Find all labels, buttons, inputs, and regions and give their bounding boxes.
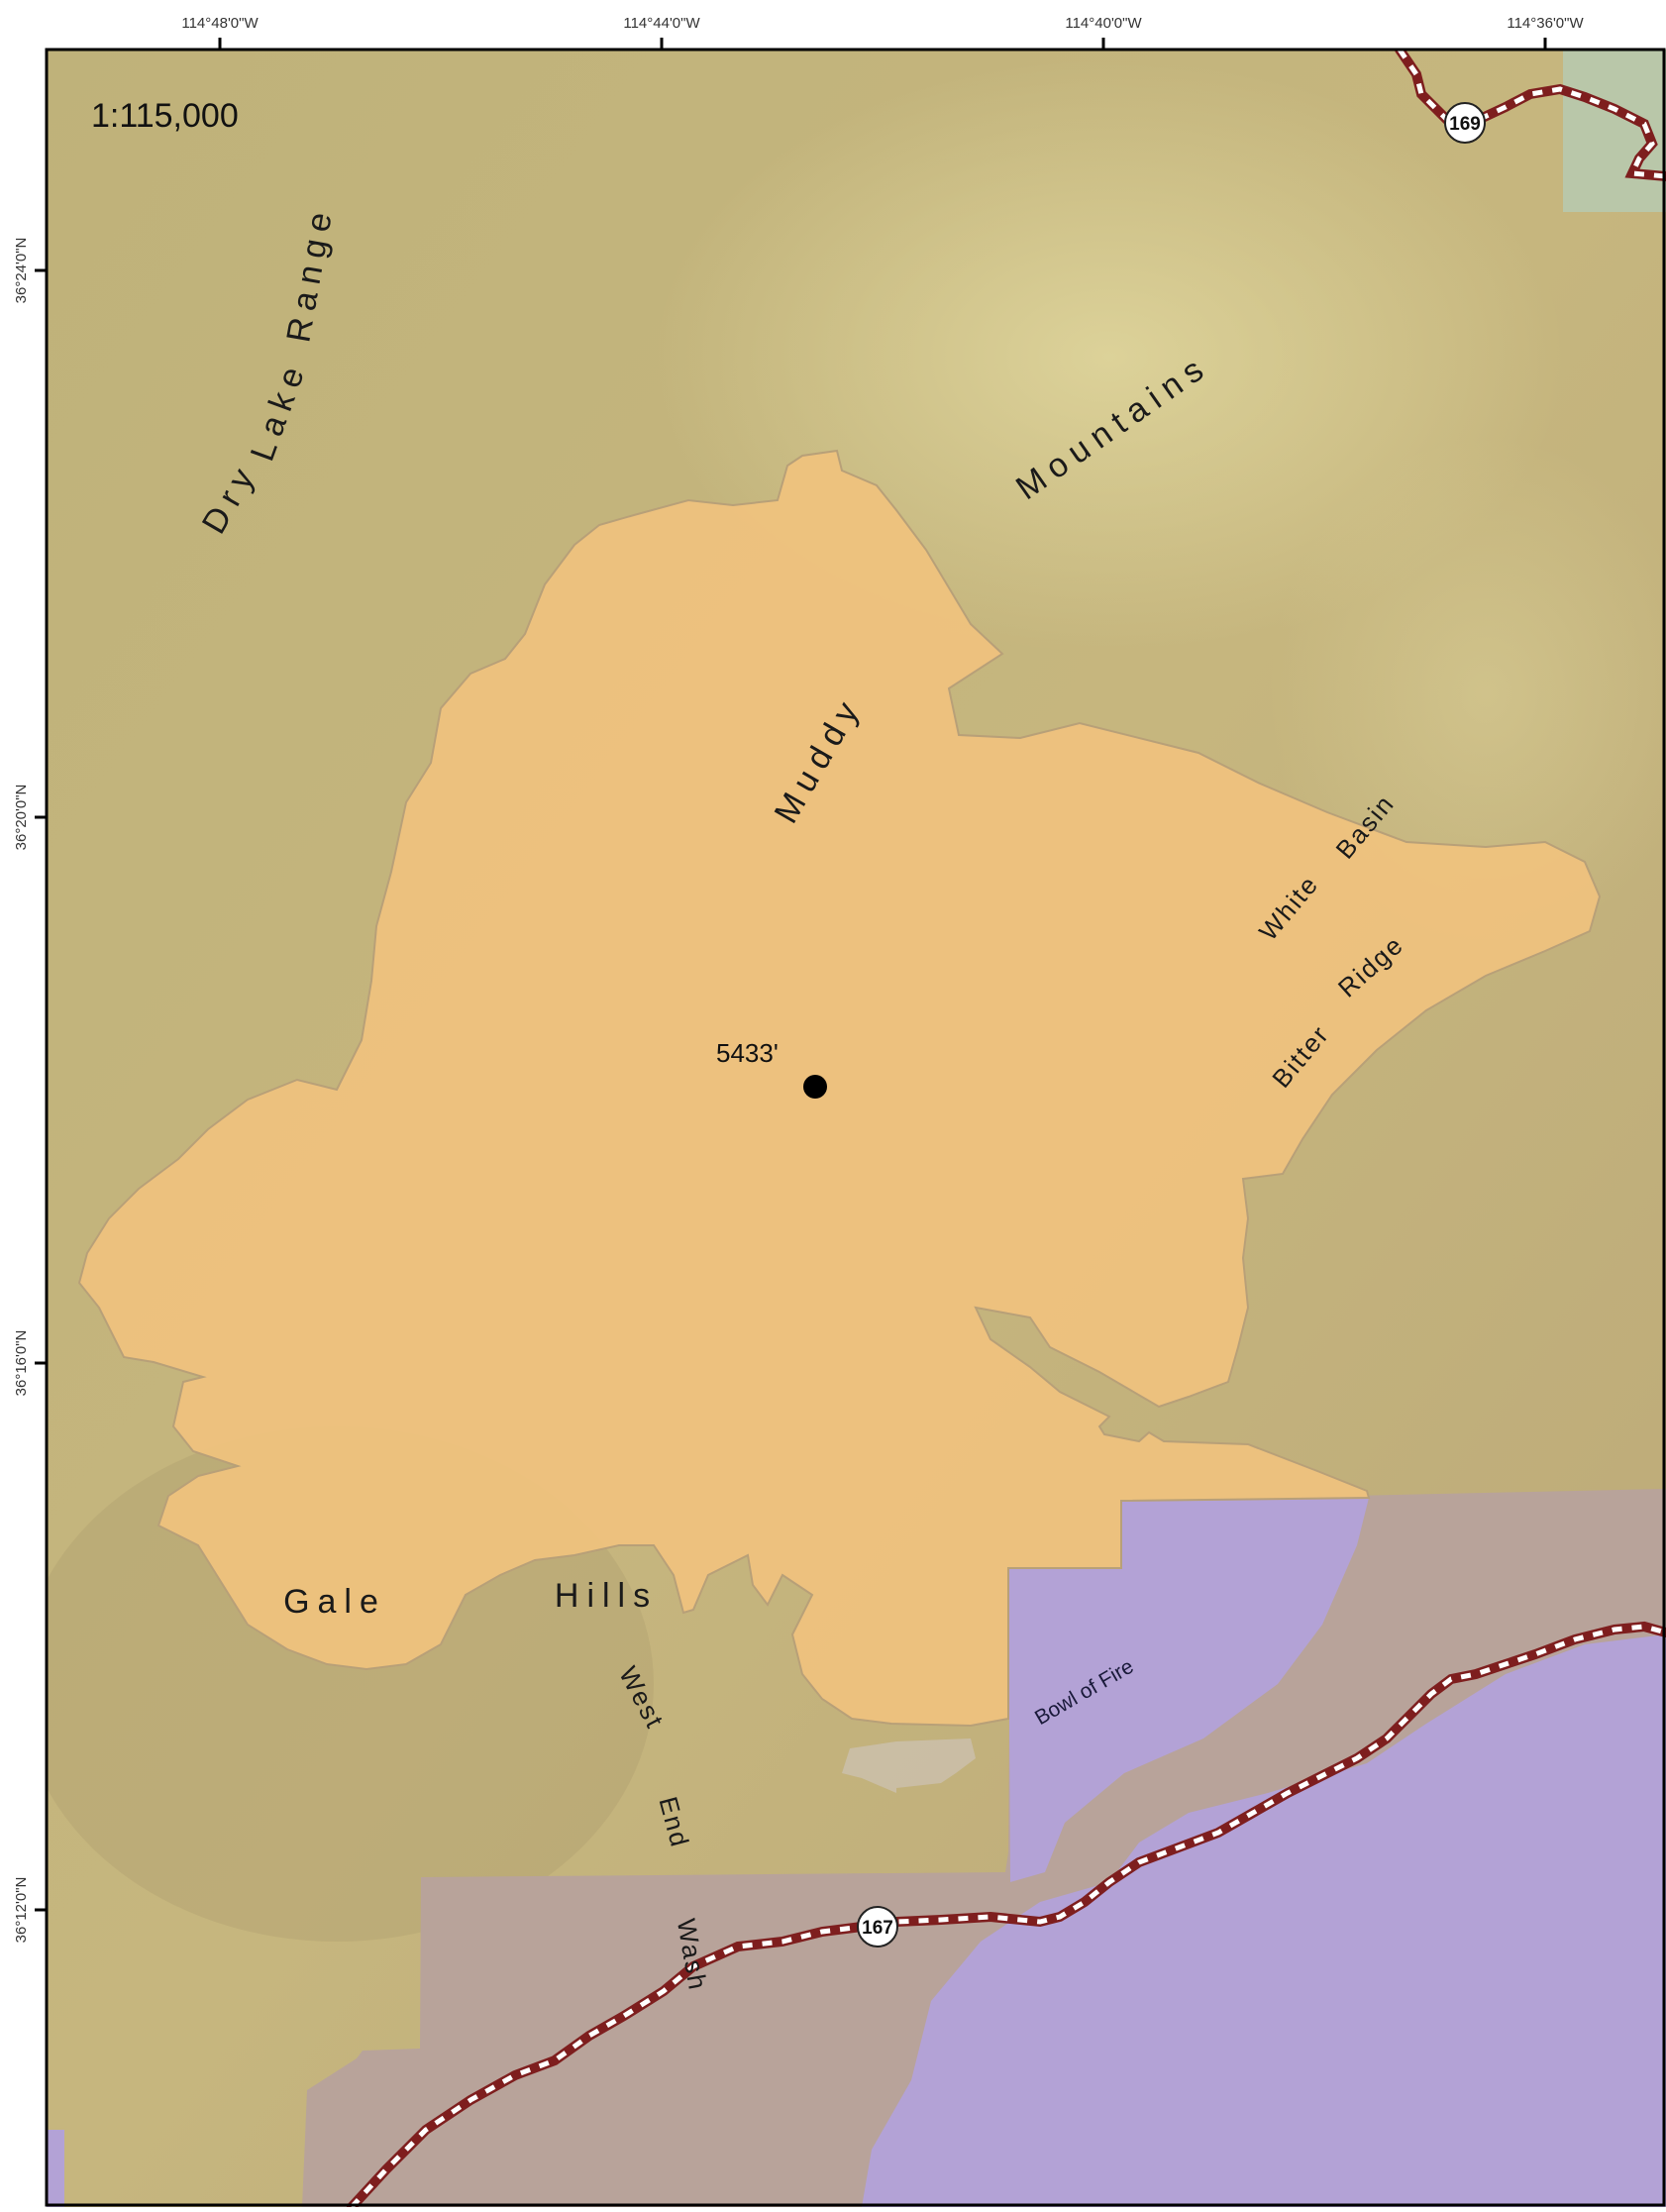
route-number: 167 — [862, 1918, 893, 1939]
peak-marker — [803, 1075, 827, 1099]
route-shield-169: 169 — [1444, 102, 1486, 144]
graticule-ticks — [35, 38, 1547, 1912]
longitude-label: 114°48'0"W — [181, 15, 259, 32]
graticule-longitudes: 114°48'0"W 114°44'0"W 114°40'0"W 114°36'… — [181, 15, 1584, 32]
scale-label: 1:115,000 — [91, 97, 239, 135]
peak-elevation-label: 5433' — [716, 1038, 779, 1068]
longitude-label: 114°40'0"W — [1065, 15, 1142, 32]
purple-land-parcel-south — [862, 1634, 1666, 2207]
route-number: 169 — [1449, 114, 1481, 135]
route-shield-167: 167 — [857, 1906, 898, 1948]
route-167 — [347, 1621, 1666, 2207]
latitude-label: 36°24'0"N — [13, 238, 30, 304]
small-parcel — [842, 1738, 976, 1793]
longitude-label: 114°44'0"W — [623, 15, 700, 32]
latitude-label: 36°16'0"N — [13, 1330, 30, 1397]
place-label-gale: Gale — [283, 1583, 386, 1621]
purple-land-parcel — [1008, 1498, 1369, 1882]
route-169 — [1395, 50, 1666, 181]
graticule-latitudes: 36°24'0"N 36°20'0"N 36°16'0"N 36°12'0"N — [13, 238, 30, 1944]
longitude-label: 114°36'0"W — [1507, 15, 1584, 32]
wilderness-area — [77, 449, 1602, 1728]
latitude-label: 36°20'0"N — [13, 785, 30, 851]
map-frame — [45, 48, 1666, 2207]
map-content — [47, 50, 1666, 2207]
place-label-hills: Hills — [555, 1577, 658, 1615]
latitude-label: 36°12'0"N — [13, 1877, 30, 1944]
